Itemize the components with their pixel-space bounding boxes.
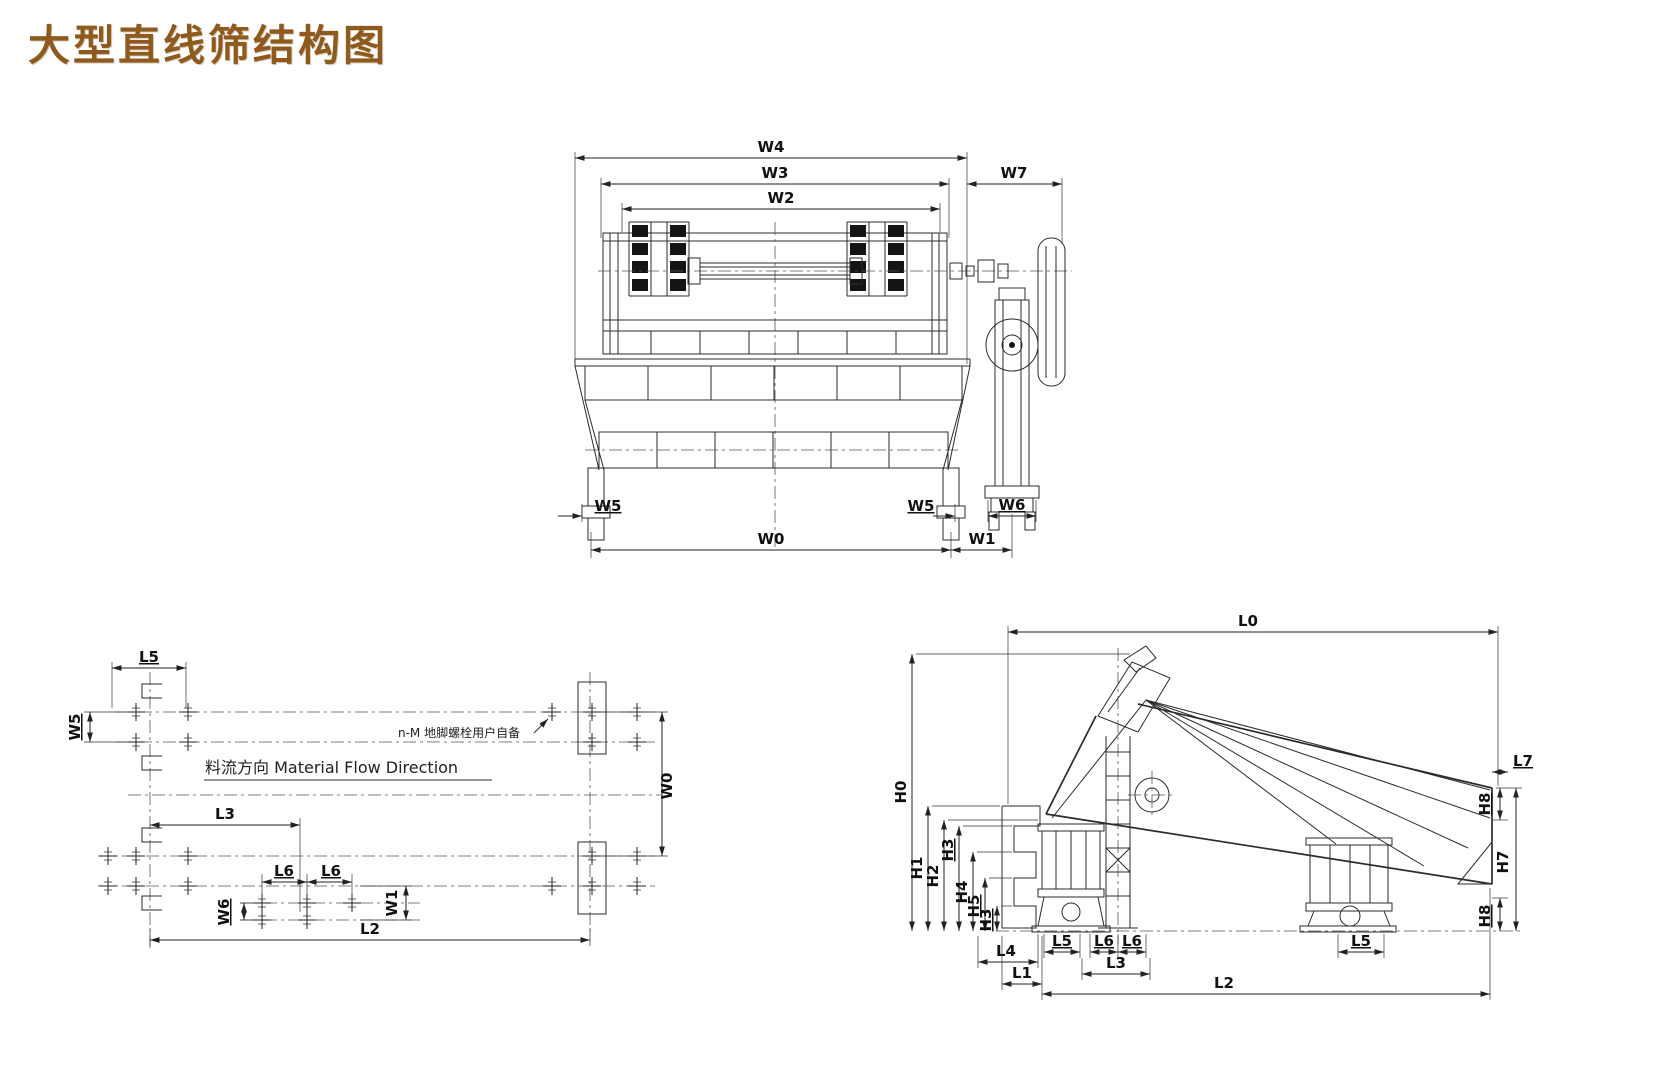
side-dim-l2: L2	[1214, 974, 1234, 992]
bolt-hole-marker	[178, 846, 198, 866]
left-spring-stack	[628, 221, 690, 297]
bolt-hole-marker	[542, 702, 562, 722]
bolt-hole-marker	[582, 732, 602, 752]
front-dim-w4: W4	[758, 138, 785, 156]
side-dim-h2: H2	[924, 865, 942, 888]
side-dim-h8-top: H8	[1476, 793, 1494, 816]
screen-decks	[574, 358, 971, 471]
side-dim-l7: L7	[1513, 752, 1533, 770]
screen-body-profile	[1045, 699, 1493, 885]
side-dim-h1: H1	[908, 857, 926, 880]
side-dim-l1: L1	[1012, 964, 1032, 982]
side-dim-l6-b: L6	[1122, 932, 1142, 950]
plan-dim-l6-a: L6	[274, 862, 294, 880]
exciter-shaft	[598, 222, 1072, 548]
front-dim-w6: W6	[999, 496, 1026, 514]
plan-dim-w6: W6	[215, 899, 233, 926]
bolt-hole-marker	[627, 732, 647, 752]
front-dim-w0: W0	[758, 530, 785, 548]
side-dim-l5-right: L5	[1351, 932, 1371, 950]
bolt-hole-marker	[582, 702, 602, 722]
bolt-hole-marker	[178, 732, 198, 752]
right-spring-assembly	[1299, 837, 1397, 933]
side-dim-l4: L4	[996, 942, 1016, 960]
left-support-bracket	[1001, 805, 1041, 929]
feed-box	[1097, 645, 1171, 733]
plan-dim-l2: L2	[360, 920, 380, 938]
bolt-hole-marker	[627, 876, 647, 896]
belt-guard	[1037, 237, 1066, 387]
bolt-hole-marker	[126, 846, 146, 866]
side-dim-h8-bottom: H8	[1476, 905, 1494, 928]
plan-note-anchor-bolt: n-M 地脚螺栓用户自备	[398, 725, 520, 740]
side-dim-l6-a: L6	[1094, 932, 1114, 950]
page-title: 大型直线筛结构图	[28, 21, 389, 70]
bolt-hole-marker	[297, 910, 317, 930]
front-dim-w1: W1	[969, 530, 996, 548]
plan-view: L5 W5 W0 L3 L6 L6 W6	[66, 648, 676, 948]
plan-dim-l5: L5	[139, 648, 159, 666]
bolt-hole-marker	[98, 876, 118, 896]
front-view: W4 W3 W2 W7	[558, 138, 1072, 558]
bolt-hole-marker	[582, 876, 602, 896]
plan-dim-l3: L3	[215, 805, 235, 823]
bolt-hole-marker	[178, 876, 198, 896]
mount-plate	[577, 681, 607, 755]
front-dim-w7: W7	[1001, 164, 1028, 182]
plan-dim-w0: W0	[658, 773, 676, 800]
left-spring-assembly	[1031, 823, 1111, 933]
bolt-hole-marker	[582, 846, 602, 866]
bolt-hole-marker	[542, 876, 562, 896]
right-spring-stack	[846, 221, 908, 297]
bolt-hole-marker	[126, 732, 146, 752]
front-dim-w5-right: W5	[908, 497, 935, 515]
plan-dim-l6-b: L6	[321, 862, 341, 880]
mount-plate	[577, 841, 607, 915]
front-dim-w2: W2	[768, 189, 795, 207]
bolt-hole-marker	[126, 702, 146, 722]
side-dim-h3-upper: H3	[939, 839, 957, 862]
side-dim-h7: H7	[1494, 851, 1512, 874]
plan-note-flow-direction: 料流方向 Material Flow Direction	[205, 758, 458, 777]
plan-dim-w1: W1	[383, 890, 401, 917]
plan-dim-w5: W5	[66, 714, 84, 741]
drive-assembly	[984, 237, 1066, 531]
side-dim-h0: H0	[892, 781, 910, 804]
side-dim-h4: H4	[953, 881, 971, 904]
bolt-hole-marker	[126, 876, 146, 896]
bolt-hole-marker	[98, 846, 118, 866]
front-dim-w5-left: W5	[595, 497, 622, 515]
front-dim-w3: W3	[762, 164, 789, 182]
discharge-gusset	[1456, 840, 1493, 885]
side-dim-l5-left: L5	[1052, 932, 1072, 950]
side-dim-h5: H5	[965, 895, 983, 918]
side-view: L0	[892, 612, 1533, 1000]
bolt-hole-marker	[252, 910, 272, 930]
drive-column	[1098, 648, 1138, 944]
side-dim-l0: L0	[1238, 612, 1258, 630]
exciter	[1128, 771, 1176, 819]
side-dim-l3: L3	[1106, 954, 1126, 972]
side-dim-h3-lower: H3	[977, 909, 995, 932]
bolt-hole-marker	[178, 702, 198, 722]
